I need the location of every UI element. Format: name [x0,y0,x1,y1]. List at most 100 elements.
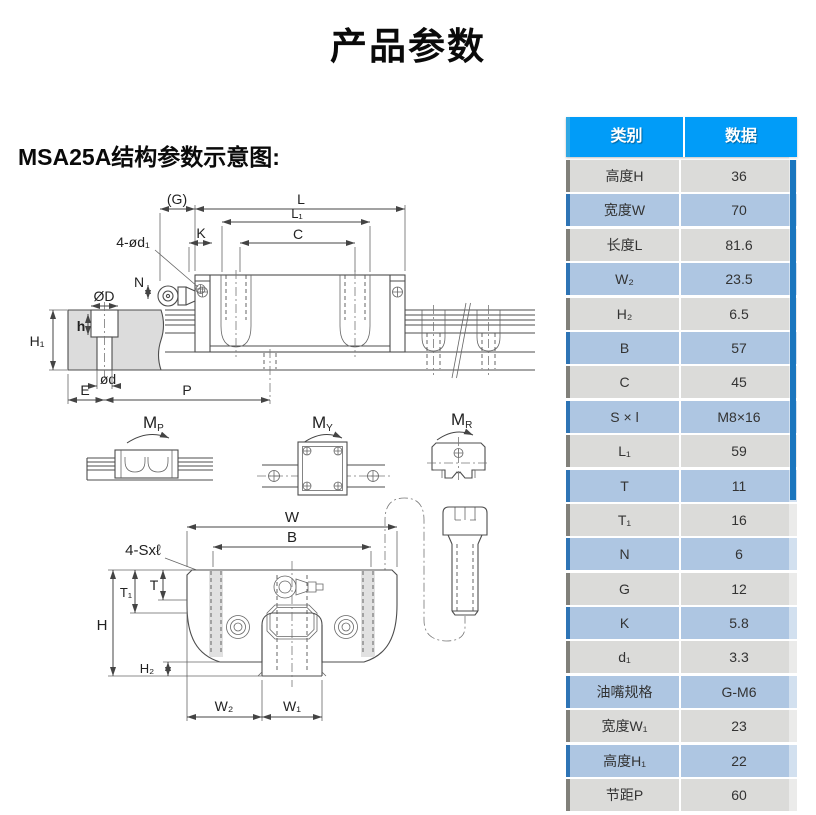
side-view-drawing: (G) L L₁ C K 4-ød₁ N ØD h H₁ ød E P [30,191,535,404]
param-value: 23 [681,710,797,743]
moment-mp-drawing: MP [86,413,213,481]
end-cap-screw-icon [197,286,403,298]
dim-label-screws: 4-Sxℓ [125,542,161,559]
param-value: G-M6 [681,675,797,708]
param-value: 16 [681,503,797,536]
dim-label-l: L [297,191,305,207]
param-value: 81.6 [681,228,797,261]
scrollbar-thumb[interactable] [790,160,796,500]
dim-label-t: T [150,577,159,593]
param-value: 5.8 [681,607,797,640]
svg-text:MP: MP [143,413,164,434]
param-label: 油嘴规格 [570,675,681,708]
param-label: 宽度W [570,194,681,227]
param-label: d₁ [570,641,681,674]
param-value: 60 [681,779,797,812]
param-label: 高度H [570,160,681,192]
svg-text:MY: MY [312,413,333,434]
param-value: 70 [681,194,797,227]
dim-label-h2: H₂ [140,661,154,676]
dim-label-w2: W₂ [215,698,234,714]
param-value: 36 [681,160,797,192]
dim-label-d-small: ød [100,371,116,387]
dim-label-k: K [196,225,206,241]
param-label: S × l [570,400,681,433]
param-value: 6 [681,538,797,571]
dim-label-l1: L₁ [291,206,303,221]
param-value: 59 [681,435,797,468]
dim-label-p: P [182,382,191,398]
param-label: 高度H₁ [570,744,681,777]
dim-label-w1: W₁ [283,698,301,714]
param-label: 长度L [570,228,681,261]
dim-label-h-total: H [97,617,108,634]
param-value: 22 [681,744,797,777]
dim-label-n: N [134,274,144,290]
param-value: 23.5 [681,263,797,296]
dim-label-h1: H₁ [30,333,45,349]
dim-label-h-small: h [77,318,86,334]
param-value: 6.5 [681,297,797,330]
page-title: 产品参数 [330,26,486,67]
param-label: G [570,572,681,605]
section-heading: MSA25A结构参数示意图: [18,144,280,170]
table-header-row: 类别 数据 [566,117,797,157]
dim-label-t1: T₁ [120,585,133,600]
param-label: L₁ [570,435,681,468]
header-category: 类别 [570,117,685,157]
param-value: 45 [681,366,797,399]
table-scrollbar[interactable] [789,157,797,815]
dim-label-holes: 4-ød₁ [116,234,150,250]
structure-diagram: (G) L L₁ C K 4-ød₁ N ØD h H₁ ød E P MP [30,191,535,721]
param-label: 宽度W₁ [570,710,681,743]
param-label: W₂ [570,263,681,296]
dim-label-w: W [285,509,300,526]
param-label: 节距P [570,779,681,812]
param-value: 11 [681,469,797,502]
dim-label-g: (G) [167,191,187,207]
bolt-drawing [442,506,488,616]
grease-nipple-icon [157,285,196,307]
moment-mr-drawing: MR [427,410,490,483]
dim-label-c: C [293,226,303,242]
param-value: 3.3 [681,641,797,674]
mount-hole-icon [226,615,358,639]
param-label: C [570,366,681,399]
param-value: 57 [681,331,797,364]
param-label: H₂ [570,297,681,330]
moment-my-drawing: MY [257,413,390,496]
param-label: T [570,469,681,502]
header-data: 数据 [724,128,757,145]
param-label: T₁ [570,503,681,536]
dim-label-b: B [287,529,297,546]
front-view-drawing: W B 4-Sxℓ T T₁ [97,497,488,721]
param-label: K [570,607,681,640]
svg-text:MR: MR [451,410,472,431]
param-label: B [570,331,681,364]
grease-nipple-front-icon [273,575,324,599]
param-label: N [570,538,681,571]
param-value: M8×16 [681,400,797,433]
dim-label-e: E [80,382,89,398]
